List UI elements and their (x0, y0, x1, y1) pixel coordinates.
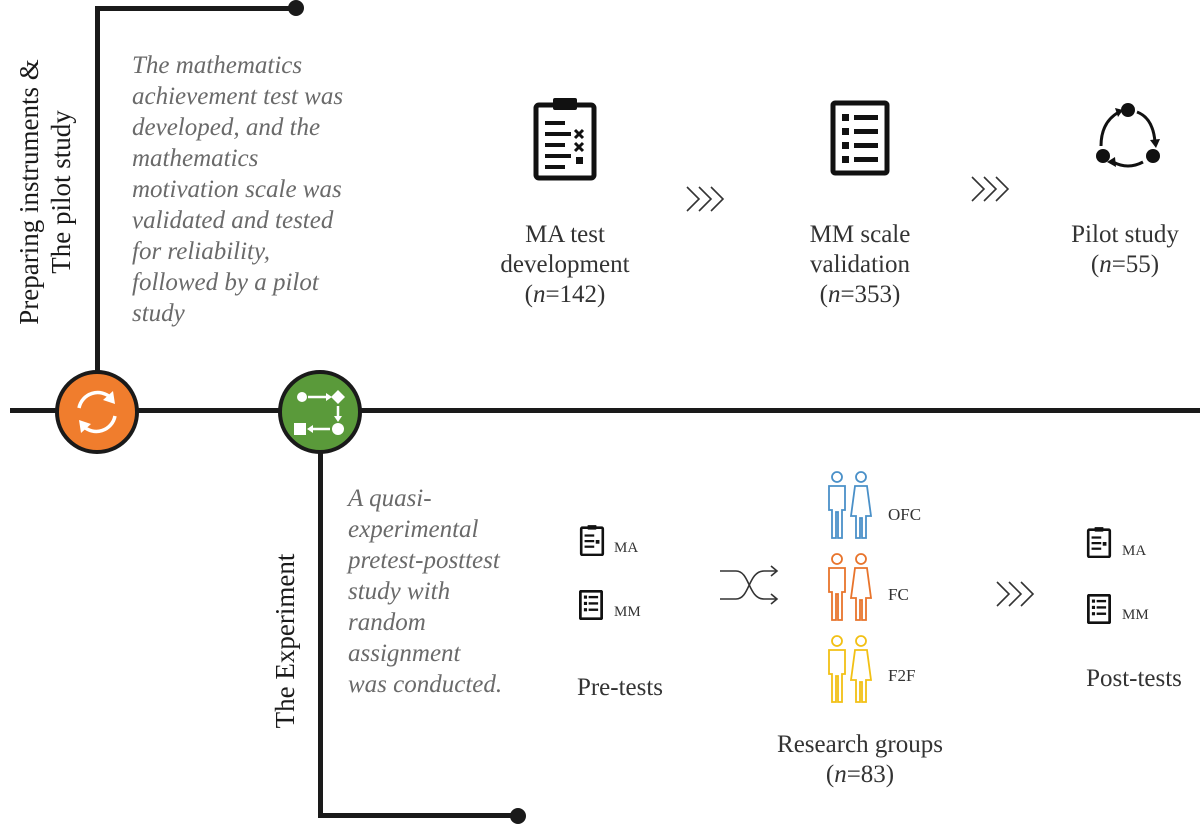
step-caption-mm-scale: MM scale validation (n=353) (765, 220, 955, 310)
phase2-desc-line: pretest-posttest (348, 547, 500, 574)
step-caption-line: MM scale (809, 221, 911, 248)
phase2-desc-line: was conducted. (348, 671, 503, 698)
people-icon-fc (828, 553, 873, 621)
research-groups-n: (n=83) (825, 761, 895, 788)
phase2-description: A quasi- experimental pretest-posttest s… (348, 483, 568, 700)
step-caption-n: (n=353) (819, 281, 901, 308)
phase2-desc-line: A quasi- (348, 485, 432, 512)
group-ofc-label: OFC (888, 505, 922, 524)
phase1-node-icon (55, 370, 139, 454)
pretest-mm-label: MM (614, 604, 641, 620)
phase1-desc-line: The mathematics (132, 52, 303, 79)
phase1-desc-line: achievement test was (132, 83, 344, 110)
phase2-end-dot (510, 808, 526, 824)
clipboard-icon (579, 525, 605, 556)
n-value: =353 (840, 281, 893, 308)
group-fc-label: FC (888, 585, 909, 604)
phase1-top-line (95, 6, 295, 11)
cycle-icon (1096, 103, 1160, 168)
research-groups-caption: Research groups (n=83) (760, 730, 960, 790)
phase1-desc-line: for reliability, (132, 238, 270, 265)
list-icon (579, 590, 603, 620)
phase1-desc-line: followed by a pilot (132, 269, 319, 296)
people-icon-f2f (828, 635, 873, 703)
phase2-desc-line: experimental (348, 516, 479, 543)
step-caption-ma-test: MA test development (n=142) (470, 220, 660, 310)
chevron-arrows-icon (971, 176, 1010, 202)
step-caption-n: (n=142) (524, 281, 606, 308)
phase2-label: The Experiment (270, 553, 300, 729)
chevron-arrows-icon (996, 581, 1035, 607)
pretest-ma-label: MA (614, 540, 639, 556)
n-value: =83 (846, 761, 886, 788)
list-icon (1087, 594, 1111, 624)
phase1-end-dot (288, 0, 304, 16)
n-symbol: n (834, 761, 847, 788)
n-value: =55 (1111, 251, 1151, 278)
phase1-desc-line: study (132, 300, 185, 327)
phase2-desc-line: random (348, 609, 426, 636)
chevron-arrows-icon (686, 186, 725, 212)
step-caption-line: MA test (525, 221, 605, 248)
phase1-desc-line: validated and tested (132, 207, 334, 234)
phase2-bottom-line (318, 813, 518, 818)
phase1-vertical-line (95, 10, 100, 410)
posttest-ma-label: MA (1122, 543, 1147, 559)
phase2-node-icon (278, 370, 362, 454)
phase1-desc-line: developed, and the (132, 114, 321, 141)
phase1-label: Preparing instruments & The pilot study (13, 22, 77, 362)
shuffle-icon (720, 565, 779, 605)
phase2-vertical-line (318, 412, 323, 818)
clipboard-icon (533, 98, 597, 181)
n-symbol: n (827, 281, 841, 308)
phase1-desc-line: motivation scale was (132, 176, 342, 203)
n-symbol: n (1099, 251, 1112, 278)
pretests-title: Pre-tests (576, 674, 664, 701)
n-value: =142 (545, 281, 598, 308)
step-caption-line: development (500, 251, 630, 278)
phase2-desc-line: study with (348, 578, 451, 605)
people-icon-ofc (828, 471, 873, 539)
step-caption-line: Pilot study (1071, 221, 1179, 248)
step-caption-n: (n=55) (1090, 251, 1160, 278)
group-f2f-label: F2F (888, 666, 916, 685)
clipboard-icon (1086, 527, 1112, 558)
phase1-label-line1: Preparing instruments & (14, 59, 44, 325)
n-symbol: n (532, 281, 546, 308)
posttest-mm-label: MM (1122, 607, 1149, 623)
phase1-desc-line: mathematics (132, 145, 259, 172)
list-icon (830, 100, 890, 176)
phase2-desc-line: assignment (348, 640, 461, 667)
main-timeline (10, 408, 1200, 413)
phase1-description: The mathematics achievement test was dev… (132, 50, 412, 329)
step-caption-pilot: Pilot study (n=55) (1050, 220, 1200, 280)
posttests-title: Post-tests (1086, 665, 1182, 692)
step-caption-line: validation (810, 251, 910, 278)
research-groups-title: Research groups (777, 731, 943, 758)
phase1-label-line2: The pilot study (46, 110, 76, 274)
